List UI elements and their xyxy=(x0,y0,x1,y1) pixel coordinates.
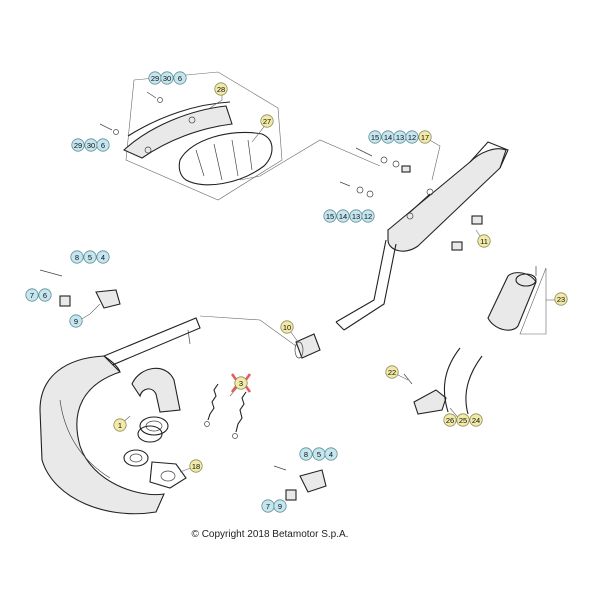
callout-label: 5 xyxy=(88,253,92,262)
callout-label: 1 xyxy=(118,421,122,430)
callout-17[interactable]: 17 xyxy=(418,130,432,144)
callout-label: 25 xyxy=(459,416,467,425)
callout-label: 5 xyxy=(317,450,321,459)
callout-label: 29 xyxy=(74,141,82,150)
callout-label: 6 xyxy=(178,74,182,83)
callout-4[interactable]: 4 xyxy=(96,250,110,264)
callout-label: 8 xyxy=(75,253,79,262)
callout-8[interactable]: 8 xyxy=(299,447,313,461)
highlight-marker-icon xyxy=(230,373,252,393)
callout-15[interactable]: 15 xyxy=(323,209,337,223)
silencer-packing-part xyxy=(178,131,273,186)
callout-14[interactable]: 14 xyxy=(381,130,395,144)
lower-bracket-part xyxy=(273,465,327,501)
callout-22[interactable]: 22 xyxy=(385,365,399,379)
flange-part xyxy=(137,416,169,443)
callout-1[interactable]: 1 xyxy=(113,418,127,432)
callout-29[interactable]: 29 xyxy=(71,138,85,152)
heat-shield-part xyxy=(123,71,283,201)
callout-label: 15 xyxy=(371,133,379,142)
callout-label: 26 xyxy=(446,416,454,425)
expansion-chamber-part xyxy=(39,355,165,515)
callout-6[interactable]: 6 xyxy=(173,71,187,85)
callout-label: 7 xyxy=(266,502,270,511)
callout-25[interactable]: 25 xyxy=(456,413,470,427)
callout-label: 30 xyxy=(163,74,171,83)
callout-label: 14 xyxy=(339,212,347,221)
callout-8[interactable]: 8 xyxy=(70,250,84,264)
callout-11[interactable]: 11 xyxy=(477,234,491,248)
callout-label: 4 xyxy=(101,253,105,262)
silencer-body-part xyxy=(387,141,509,252)
callout-label: 28 xyxy=(217,85,225,94)
callout-label: 15 xyxy=(326,212,334,221)
callout-24[interactable]: 24 xyxy=(469,413,483,427)
manifold-pipe-part xyxy=(131,367,181,413)
callout-9[interactable]: 9 xyxy=(273,499,287,513)
callout-4[interactable]: 4 xyxy=(324,447,338,461)
callout-label: 29 xyxy=(151,74,159,83)
callout-13[interactable]: 13 xyxy=(349,209,363,223)
hose-part xyxy=(443,347,483,415)
callout-label: 4 xyxy=(329,450,333,459)
callout-label: 12 xyxy=(408,133,416,142)
callout-label: 14 xyxy=(384,133,392,142)
callout-12[interactable]: 12 xyxy=(361,209,375,223)
callout-label: 18 xyxy=(192,462,200,471)
callout-label: 10 xyxy=(283,323,291,332)
callout-label: 8 xyxy=(304,450,308,459)
mounting-bracket-part xyxy=(103,317,201,367)
bushing-part xyxy=(294,333,321,359)
callout-6[interactable]: 6 xyxy=(38,288,52,302)
callout-30[interactable]: 30 xyxy=(160,71,174,85)
callout-label: 6 xyxy=(43,291,47,300)
callout-18[interactable]: 18 xyxy=(189,459,203,473)
link-pipe-part xyxy=(335,239,397,331)
callout-label: 23 xyxy=(557,295,565,304)
callout-label: 17 xyxy=(421,133,429,142)
callout-6[interactable]: 6 xyxy=(96,138,110,152)
upper-bracket-part xyxy=(39,269,121,309)
callout-14[interactable]: 14 xyxy=(336,209,350,223)
callout-23[interactable]: 23 xyxy=(554,292,568,306)
callout-label: 24 xyxy=(472,416,480,425)
callout-5[interactable]: 5 xyxy=(312,447,326,461)
callout-15[interactable]: 15 xyxy=(368,130,382,144)
callout-label: 13 xyxy=(396,133,404,142)
copyright-text: © Copyright 2018 Betamotor S.p.A. xyxy=(191,529,349,540)
callout-3[interactable]: 3 xyxy=(230,373,252,393)
callout-label: 9 xyxy=(278,502,282,511)
callout-10[interactable]: 10 xyxy=(280,320,294,334)
callout-30[interactable]: 30 xyxy=(84,138,98,152)
callout-label: 3 xyxy=(239,379,243,388)
callout-label: 11 xyxy=(480,237,488,246)
callout-29[interactable]: 29 xyxy=(148,71,162,85)
callout-label: 27 xyxy=(263,117,271,126)
clip-part xyxy=(403,373,447,415)
callout-label: 30 xyxy=(87,141,95,150)
spring-part xyxy=(204,383,247,439)
silencer-clamp-part xyxy=(451,215,483,251)
callout-12[interactable]: 12 xyxy=(405,130,419,144)
fastener-parts xyxy=(99,91,411,198)
callout-label: 9 xyxy=(74,317,78,326)
callout-13[interactable]: 13 xyxy=(393,130,407,144)
callout-label: 22 xyxy=(388,368,396,377)
callout-label: 12 xyxy=(364,212,372,221)
callout-label: 13 xyxy=(352,212,360,221)
callout-7[interactable]: 7 xyxy=(261,499,275,513)
callout-28[interactable]: 28 xyxy=(214,82,228,96)
callout-9[interactable]: 9 xyxy=(69,314,83,328)
gasket-part xyxy=(123,449,187,489)
callout-label: 6 xyxy=(101,141,105,150)
end-cap-part xyxy=(487,266,547,335)
callout-5[interactable]: 5 xyxy=(83,250,97,264)
callout-7[interactable]: 7 xyxy=(25,288,39,302)
callout-26[interactable]: 26 xyxy=(443,413,457,427)
callout-27[interactable]: 27 xyxy=(260,114,274,128)
callout-label: 7 xyxy=(30,291,34,300)
